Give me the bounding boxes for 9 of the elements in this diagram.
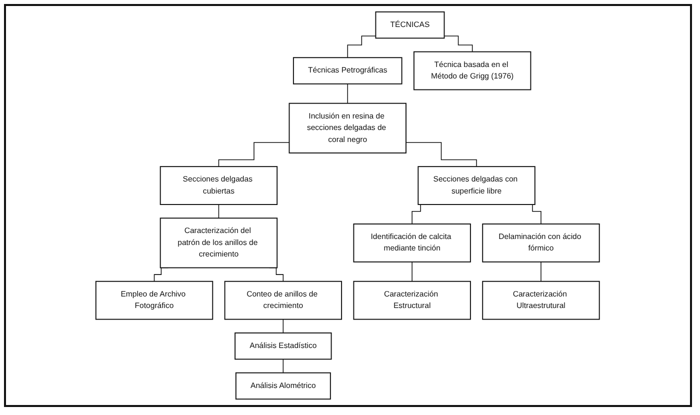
connector (540, 262, 542, 282)
connector (218, 142, 290, 167)
connector (283, 358, 284, 374)
connector (406, 142, 478, 167)
connector (283, 318, 284, 334)
connector (348, 36, 376, 58)
connector (412, 262, 413, 282)
connector (444, 36, 474, 52)
connector (218, 204, 220, 219)
